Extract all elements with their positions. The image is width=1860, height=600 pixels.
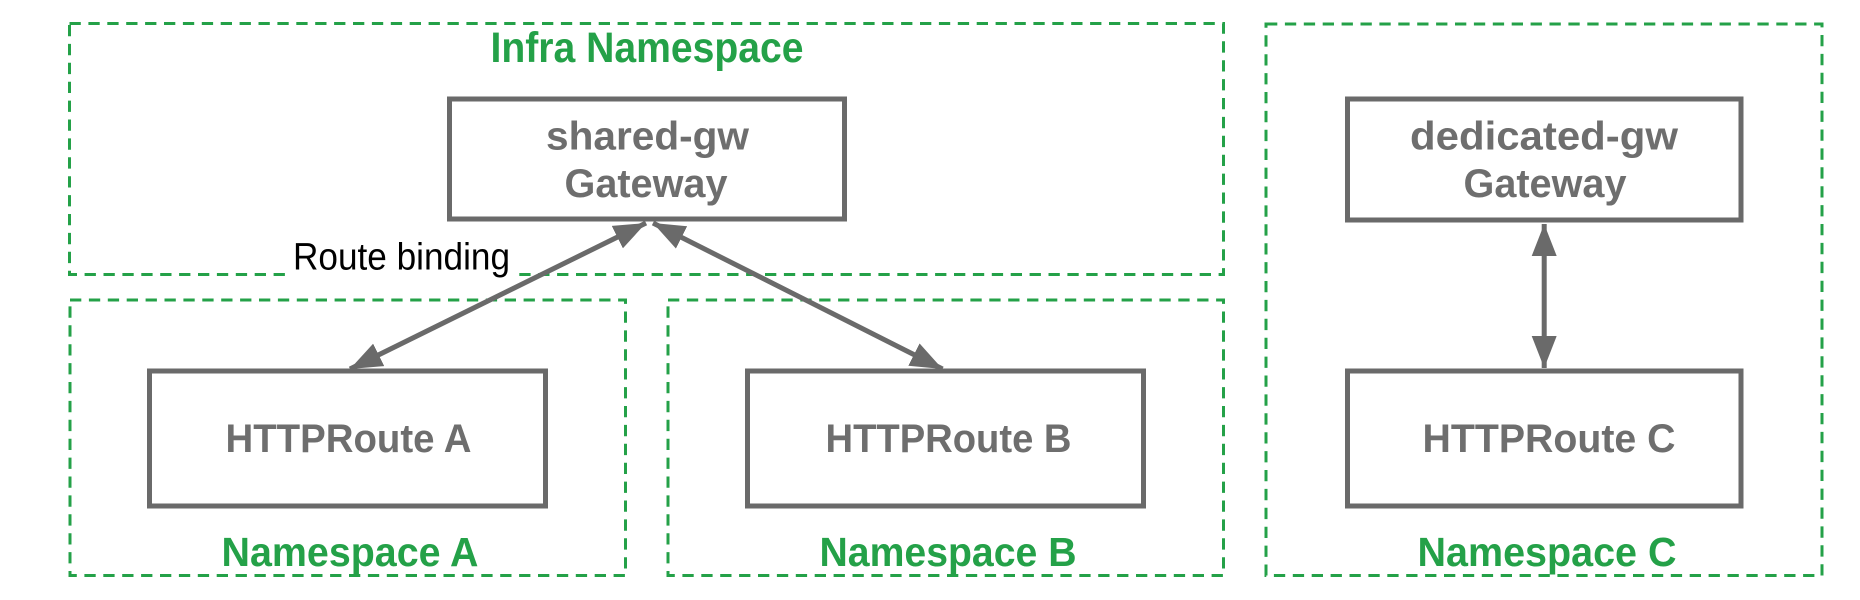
- svg-text:dedicated-gw: dedicated-gw: [1410, 115, 1679, 159]
- svg-text:Namespace B: Namespace B: [820, 529, 1077, 575]
- svg-text:HTTPRoute A: HTTPRoute A: [226, 417, 472, 461]
- svg-text:Infra Namespace: Infra Namespace: [491, 24, 804, 72]
- svg-text:Gateway: Gateway: [565, 162, 729, 206]
- svg-text:Namespace A: Namespace A: [222, 529, 479, 575]
- svg-text:Route binding: Route binding: [293, 237, 510, 279]
- svg-text:HTTPRoute C: HTTPRoute C: [1423, 417, 1676, 461]
- svg-text:Gateway: Gateway: [1464, 162, 1628, 206]
- svg-text:shared-gw: shared-gw: [546, 115, 750, 159]
- svg-text:Namespace C: Namespace C: [1418, 529, 1677, 575]
- svg-text:HTTPRoute B: HTTPRoute B: [826, 417, 1072, 461]
